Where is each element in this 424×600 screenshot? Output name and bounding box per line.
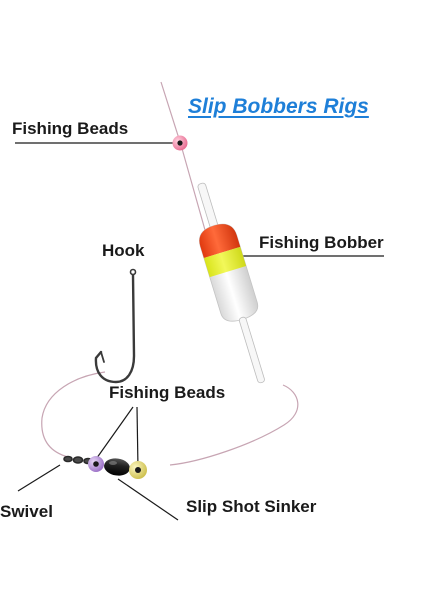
label-slip-shot-sinker: Slip Shot Sinker — [186, 497, 317, 516]
fishing-bead-top — [172, 135, 188, 151]
slip-shot-sinker — [104, 458, 130, 476]
label-fishing-bobber: Fishing Bobber — [259, 233, 384, 252]
label-fishing-beads-bottom: Fishing Beads — [109, 383, 226, 402]
label-fishing-beads-top: Fishing Beads — [12, 119, 129, 138]
fishing-bead-purple — [88, 456, 104, 472]
fishing-hook — [94, 268, 137, 384]
label-leader-lines — [15, 142, 384, 521]
label-hook: Hook — [102, 241, 145, 260]
label-swivel: Swivel — [0, 502, 53, 521]
diagram-title: Slip Bobbers Rigs — [188, 95, 369, 118]
fishing-bead-yellow — [129, 461, 147, 479]
fishing-line — [41, 81, 299, 466]
swivel — [63, 455, 93, 465]
fishing-bobber — [197, 182, 265, 384]
